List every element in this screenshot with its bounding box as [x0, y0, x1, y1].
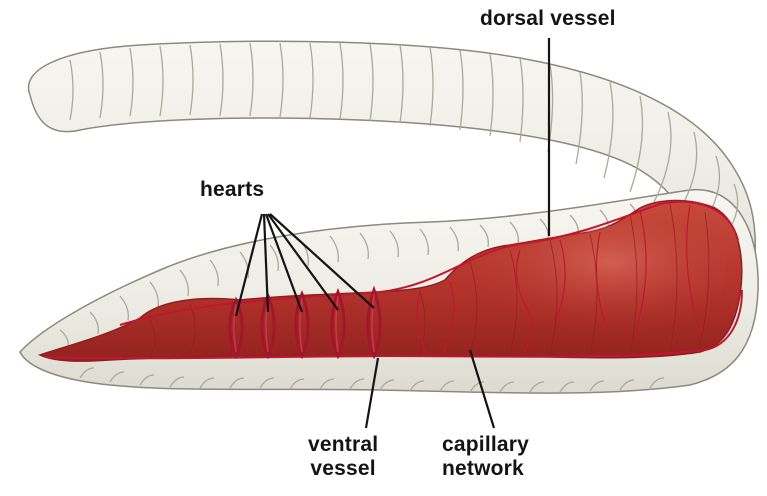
label-ventral-line1: ventral: [308, 433, 378, 457]
label-dorsal-vessel: dorsal vessel: [480, 7, 616, 31]
label-ventral-line2: vessel: [308, 457, 378, 481]
label-capillary-line1: capillary: [442, 433, 529, 457]
label-capillary-network: capillary network: [442, 433, 529, 481]
label-capillary-line2: network: [442, 457, 529, 481]
label-hearts: hearts: [200, 178, 264, 202]
label-ventral-vessel: ventral vessel: [308, 433, 378, 481]
